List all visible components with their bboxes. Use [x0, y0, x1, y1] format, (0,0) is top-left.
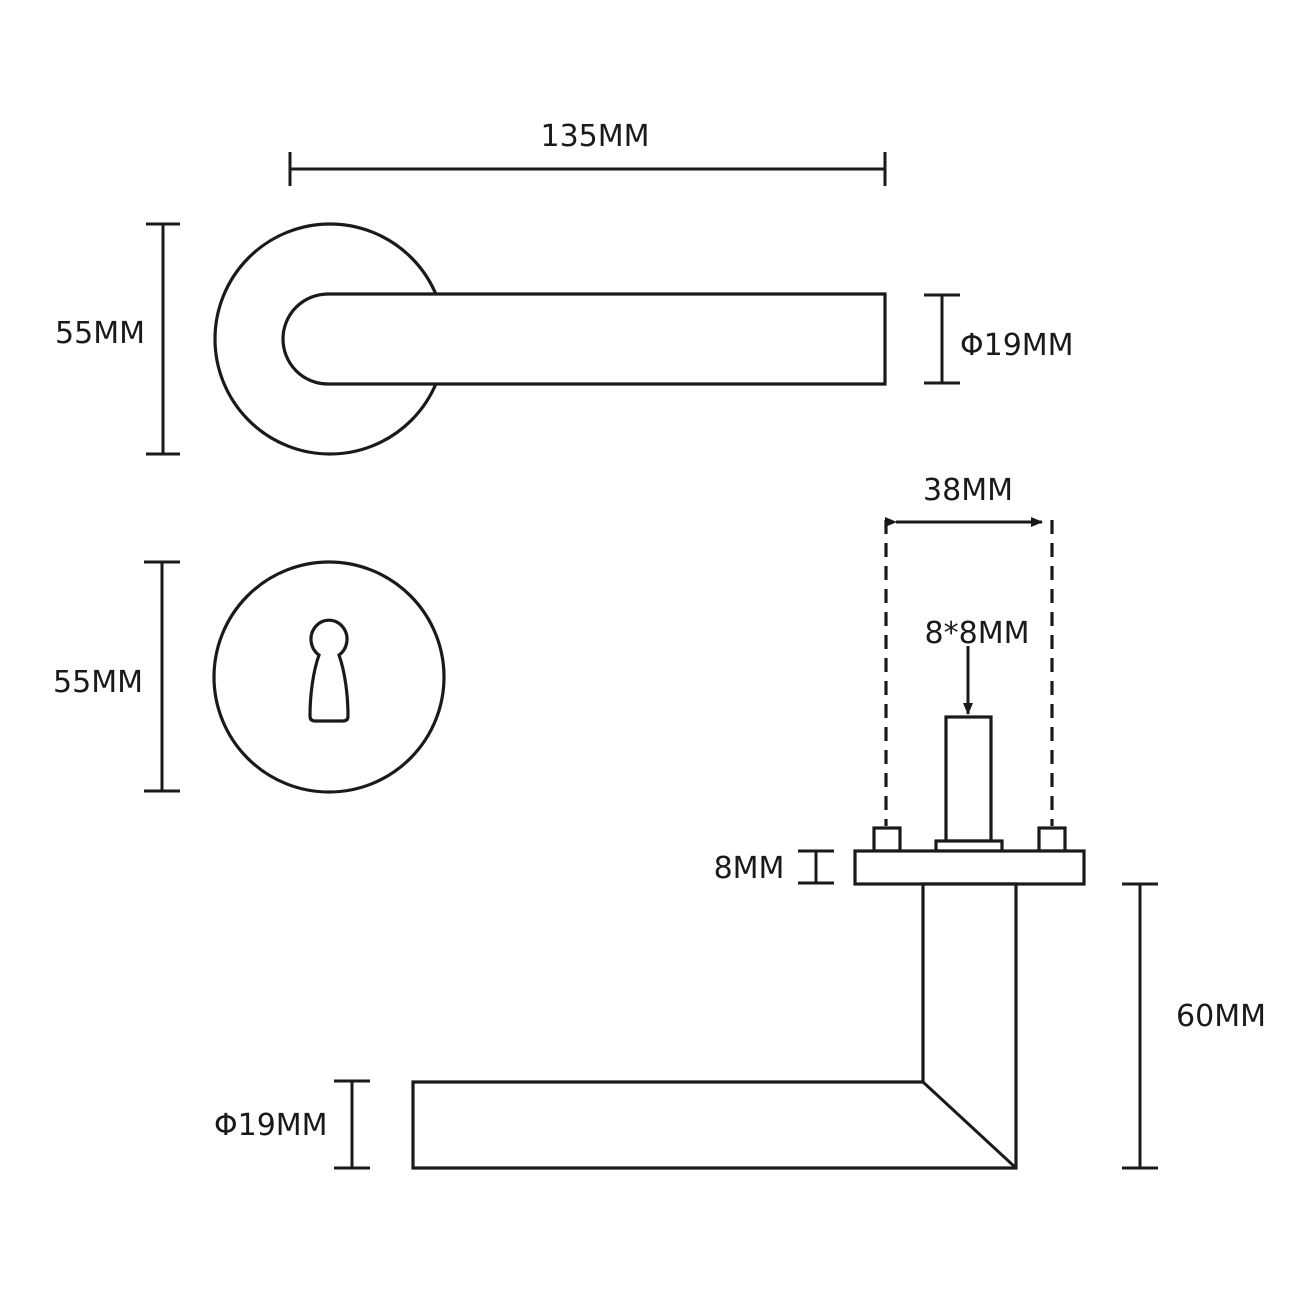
- screw-stub-right: [1037, 826, 1067, 853]
- label-top-width: 135MM: [540, 119, 649, 154]
- spindle-square: [944, 715, 993, 843]
- lever-top-shape: [281, 292, 887, 386]
- dimension-rose-height: 55MM: [55, 222, 180, 456]
- label-lever-diameter-top: Φ19MM: [960, 328, 1074, 363]
- keyhole-icon: [308, 618, 350, 723]
- label-lever-projection: 60MM: [1176, 999, 1266, 1034]
- escutcheon-view: 55MM: [53, 560, 446, 794]
- label-spindle-size: 8*8MM: [925, 616, 1030, 651]
- lever-front-view: 135MM 55MM Φ19MM: [55, 119, 1074, 456]
- base-plate: [853, 849, 1086, 886]
- dimension-screw-spacing: 38MM: [885, 473, 1043, 527]
- dimension-top-width: 135MM: [288, 119, 887, 186]
- dimension-plate-thickness: 8MM: [714, 849, 834, 886]
- lever-mitre-line: [921, 1080, 1018, 1170]
- dimension-escutcheon-height: 55MM: [53, 560, 180, 793]
- dimension-lever-diameter-top: Φ19MM: [924, 293, 1074, 385]
- label-screw-spacing: 38MM: [923, 473, 1013, 508]
- label-plate-thickness: 8MM: [714, 851, 785, 886]
- dimension-spindle: 8*8MM: [925, 616, 1030, 715]
- dimension-lever-diameter-side: Φ19MM: [214, 1079, 370, 1170]
- label-escutcheon-height: 55MM: [53, 665, 143, 700]
- lever-side-shape: [411, 882, 1018, 1170]
- screw-stub-left: [872, 826, 902, 853]
- label-lever-diameter-side: Φ19MM: [214, 1108, 328, 1143]
- label-rose-height: 55MM: [55, 316, 145, 351]
- lever-side-view: 38MM 8*8MM 8MM 60MM: [214, 473, 1266, 1170]
- dimension-lever-projection: 60MM: [1122, 882, 1266, 1170]
